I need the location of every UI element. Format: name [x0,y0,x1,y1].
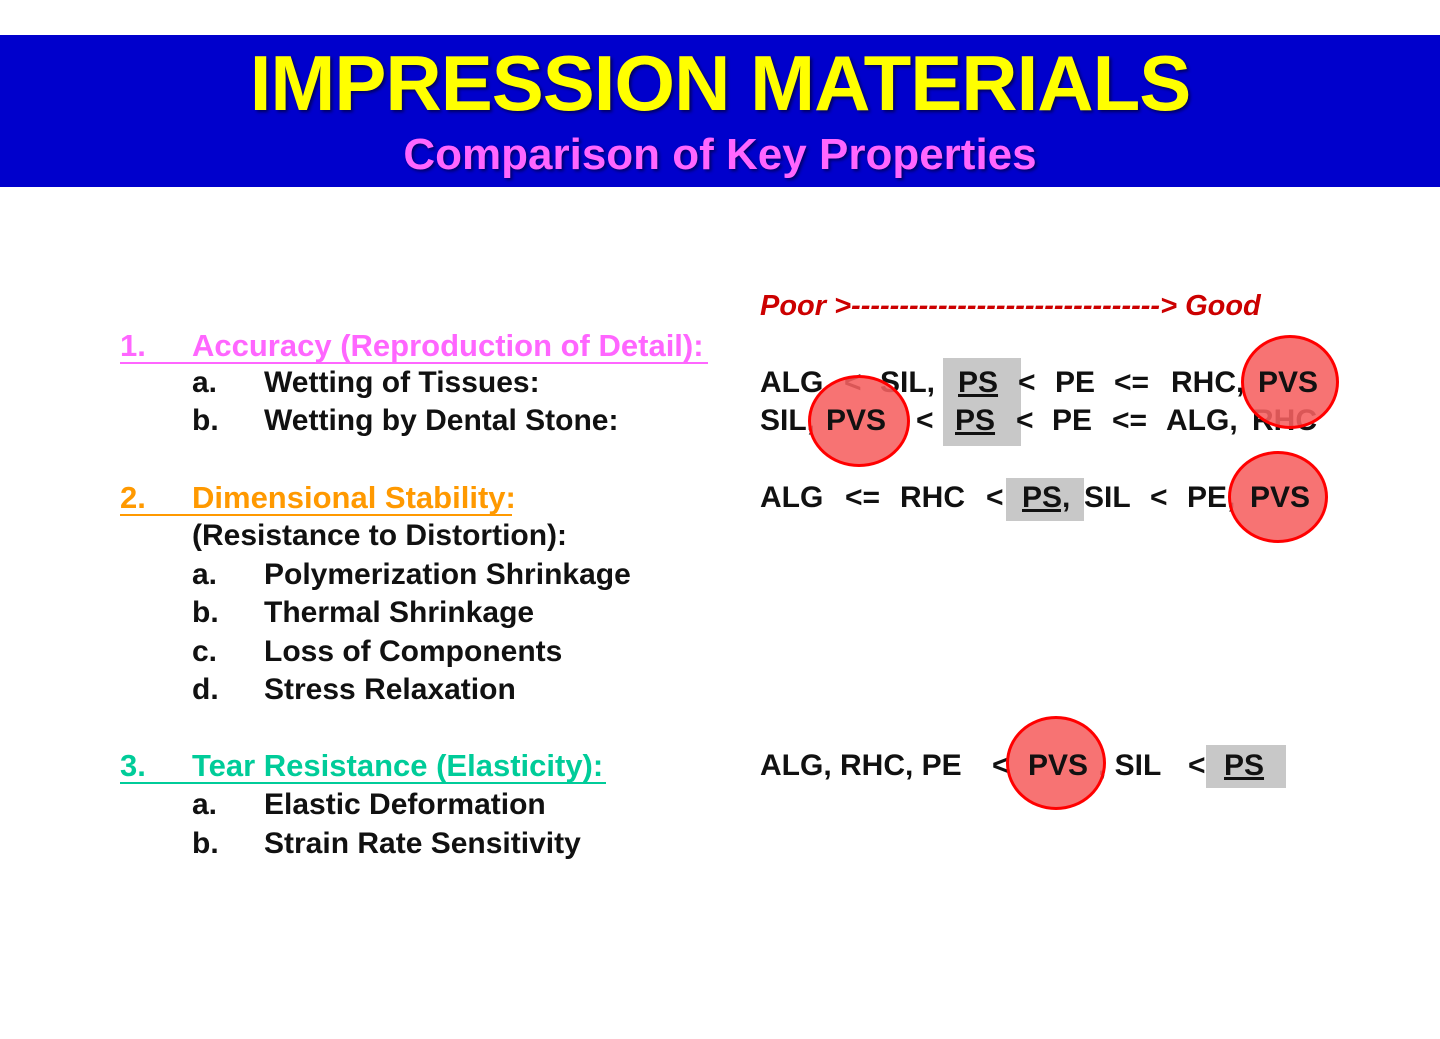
ranking-2-pe: PE, [1187,481,1236,514]
ranking-3-pvs: PVS [1028,749,1089,782]
section-2-underline [120,514,512,516]
ranking-1b-pvs: PVS [826,404,887,437]
ranking-1a-alg: ALG [760,366,824,399]
ranking-2-rhc: RHC [900,481,965,514]
section-1-item-a-label: Wetting of Tissues: [264,366,540,399]
ranking-3-op1: < [992,749,1010,782]
section-3-underline [120,782,606,784]
section-2-subtitle: (Resistance to Distortion): [192,519,568,552]
section-2-item-b-label: Thermal Shrinkage [264,596,535,629]
ranking-2-alg: ALG [760,481,824,514]
poor-good-scale: Poor >--------------------------------> … [760,290,1261,322]
section-1-item-b-letter: b. [192,404,219,437]
ranking-1b-op1: < [916,404,934,437]
ranking-1a-op2: < [1018,366,1036,399]
section-1-number: 1. [120,328,146,363]
page-subtitle: Comparison of Key Properties [403,130,1037,179]
ps-highlight-box-3 [1206,745,1286,788]
ranking-2-ps: PS, [1022,481,1071,514]
ranking-2-pvs: PVS [1250,481,1311,514]
section-2-item-c-label: Loss of Components [264,635,563,668]
section-2-item-a-letter: a. [192,558,218,591]
section-2-item-a-label: Polymerization Shrinkage [264,558,631,591]
ranking-3-op2: < [1188,749,1206,782]
section-2-item-d-label: Stress Relaxation [264,673,516,706]
pvs-highlight-circle-2 [1228,451,1328,543]
pvs-highlight-circle-3 [1006,716,1106,810]
ranking-2-op3: < [1150,481,1168,514]
ps-highlight-box-1 [943,358,1021,446]
ps-highlight-box-2 [1006,478,1084,521]
pvs-highlight-circle-1a [1241,335,1339,429]
ranking-1b-op3: <= [1112,404,1148,437]
ranking-1a-pe: PE [1055,366,1096,399]
ranking-1a-op3: <= [1114,366,1150,399]
ranking-1a-ps: PS [958,366,999,399]
ranking-2-op1: <= [845,481,881,514]
section-2-item-c-letter: c. [192,635,218,668]
section-3-title: Tear Resistance (Elasticity): [192,748,604,783]
ranking-1b-ps: PS [955,404,996,437]
ranking-2-sil: SIL [1084,481,1131,514]
ranking-3-group: ALG, RHC, PE [760,749,962,782]
pvs-highlight-circle-1b [808,375,910,467]
ranking-3-sil: , SIL [1098,749,1162,782]
section-3-number: 3. [120,748,146,783]
section-2-item-d-letter: d. [192,673,219,706]
ranking-1b-op2: < [1016,404,1034,437]
ranking-1b-sil: SIL, [760,404,816,437]
page-title: IMPRESSION MATERIALS [249,39,1192,127]
section-3-item-b-label: Strain Rate Sensitivity [264,827,581,860]
section-3-item-a-label: Elastic Deformation [264,788,546,821]
ranking-1b-pe: PE [1052,404,1093,437]
section-2-number: 2. [120,480,146,515]
section-2-title: Dimensional Stability: [192,480,516,515]
ranking-3-ps: PS [1224,749,1265,782]
title-banner [0,35,1440,187]
section-1-item-b-label: Wetting by Dental Stone: [264,404,619,437]
section-1-underline [120,362,708,364]
section-1-item-a-letter: a. [192,366,218,399]
ranking-1a-rhc: RHC, [1171,366,1245,399]
section-2-item-b-letter: b. [192,596,219,629]
ranking-2-op2: < [986,481,1004,514]
section-1-title: Accuracy (Reproduction of Detail): [192,328,704,363]
ranking-1b-alg: ALG, [1166,404,1238,437]
section-3-item-b-letter: b. [192,827,219,860]
ranking-1a-pvs: PVS [1258,366,1319,399]
section-3-item-a-letter: a. [192,788,218,821]
